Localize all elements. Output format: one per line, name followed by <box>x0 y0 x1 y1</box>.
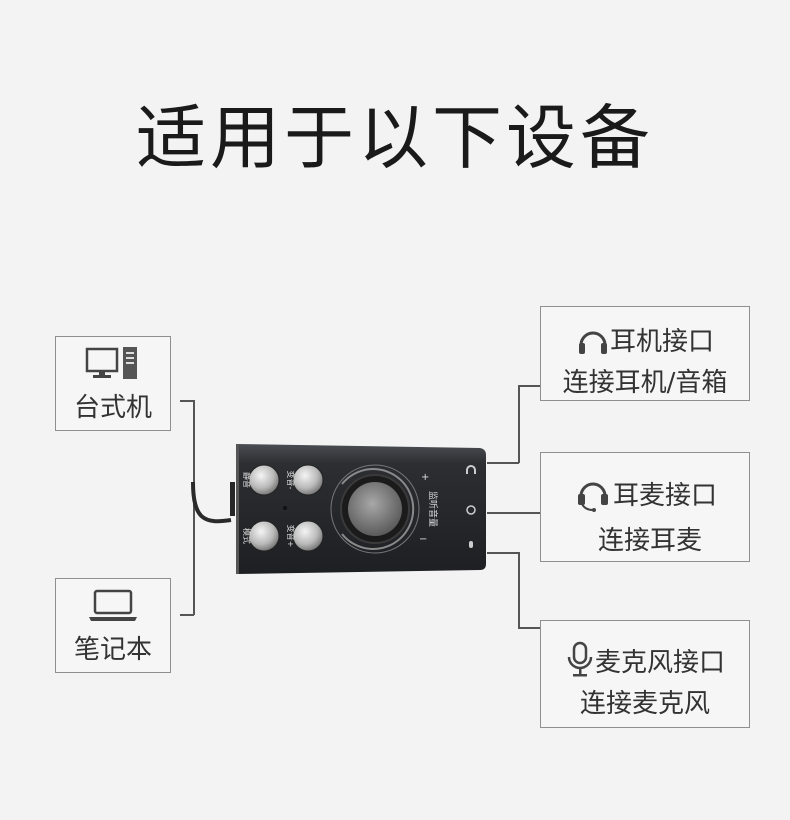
connector-line <box>487 552 519 554</box>
pitch-up-button[interactable] <box>292 520 324 552</box>
headset-port-icon <box>466 505 476 515</box>
laptop-device-box: 笔记本 <box>55 578 171 673</box>
headphone-port-box: 耳机接口 连接耳机/音箱 <box>540 306 750 401</box>
connector-line <box>518 385 520 463</box>
headphone-port-title: 耳机接口 <box>609 327 714 357</box>
connector-line <box>487 462 519 464</box>
sound-card-device: 静音 变音- 模式 变音+ + − 监听音量 <box>212 440 490 579</box>
pitch-down-button[interactable] <box>292 464 324 496</box>
headphone-port-subtitle: 连接耳机/音箱 <box>562 368 728 398</box>
headset-icon <box>577 482 608 512</box>
microphone-port-subtitle: 连接麦克风 <box>579 689 710 719</box>
pitch-down-label: 变音- <box>286 471 296 490</box>
connector-line <box>518 552 520 628</box>
knob-minus-label: − <box>419 534 427 545</box>
connector-line <box>518 385 540 387</box>
knob-plus-label: + <box>421 472 429 483</box>
mode-button[interactable] <box>248 520 280 552</box>
usb-cable <box>191 481 232 524</box>
mic-port-icon <box>469 541 473 548</box>
microphone-icon <box>567 641 593 677</box>
headset-port-title: 耳麦接口 <box>612 481 717 511</box>
desktop-computer-icon <box>85 347 137 379</box>
volume-knob[interactable] <box>348 482 402 536</box>
connector-line <box>180 614 194 616</box>
mute-label: 静音 <box>242 472 252 488</box>
page-title: 适用于以下设备 <box>136 97 654 179</box>
headphones-icon <box>578 331 607 354</box>
laptop-label: 笔记本 <box>73 635 152 665</box>
headset-port-box: 耳麦接口 连接耳麦 <box>540 452 750 562</box>
microphone-port-title: 麦克风接口 <box>594 647 725 678</box>
desktop-label: 台式机 <box>73 393 152 423</box>
indicator-led <box>283 506 287 510</box>
headset-port-subtitle: 连接耳麦 <box>597 526 702 556</box>
mode-label: 模式 <box>242 528 252 544</box>
headphone-port-icon <box>466 465 476 474</box>
monitor-volume-label: 监听音量 <box>427 491 439 527</box>
desktop-device-box: 台式机 <box>55 336 171 431</box>
connector-line <box>193 400 195 615</box>
connector-line <box>180 400 194 402</box>
mute-button[interactable] <box>248 464 280 496</box>
laptop-icon <box>89 589 137 621</box>
connector-line <box>518 627 540 629</box>
pitch-up-label: 变音+ <box>286 525 296 548</box>
microphone-port-box: 麦克风接口 连接麦克风 <box>540 620 750 728</box>
connector-line <box>487 512 540 514</box>
